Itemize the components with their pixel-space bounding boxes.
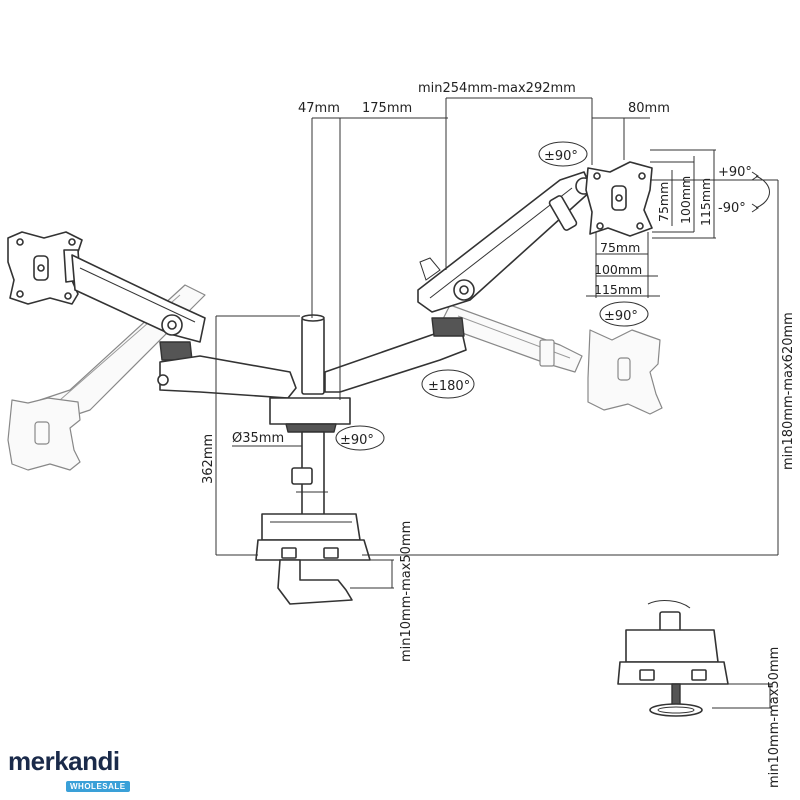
pole-diameter-label: Ø35mm [232,431,284,446]
swivel-plate-label: ±90° [604,309,638,324]
pole-height-label: 362mm [201,434,216,484]
rotation-labels: ±90° +90° -90° ±90° ±180° ±90° [340,149,752,448]
left-arm-assembly [7,231,297,399]
right-forearm [417,171,593,313]
rotation-arrow-swivel-plate [599,301,649,327]
vesa-labels: 75mm 100mm 115mm 75mm 100mm 115mm [594,176,713,297]
clamp-body [261,513,361,541]
vesa-v115-label: 115mm [698,178,713,226]
vesa-h75-label: 75mm [600,240,640,255]
swivel-base-label: ±90° [340,433,374,448]
clamp-range-detail-label: min10mm-max50mm [767,647,782,788]
logo-brand: merkandi [8,746,120,776]
vesa-h100-label: 100mm [594,262,642,277]
detail-clamp [617,600,729,717]
clamp-jaw [277,559,353,605]
rotation-arrow-swivel-arm [421,369,475,399]
clamp-base [255,539,371,561]
tilt-down-label: -90° [718,201,746,216]
swivel-arm-label: ±180° [428,379,470,394]
rotation-arrows [335,141,770,451]
post-offset-label: 47mm [298,101,340,116]
arm-offset-label: 175mm [362,101,412,116]
clamp-range-main-label: min10mm-max50mm [399,521,414,662]
logo-tagline: WHOLESALE [66,781,130,792]
width-range-label: min254mm-max292mm [418,81,576,96]
vesa-h115-label: 115mm [594,282,642,297]
plate-offset-label: 80mm [628,101,670,116]
tilt-up-label: +90° [718,165,752,180]
merkandi-logo: merkandi WHOLESALE [8,748,148,798]
height-range-label: min180mm-max620mm [781,312,796,470]
vesa-v75-label: 75mm [656,182,671,222]
left-lower-arm [159,355,297,399]
pole-hub [269,397,351,425]
dimension-labels: min254mm-max292mm 47mm 175mm 80mm Ø35mm … [201,81,796,788]
vesa-v100-label: 100mm [678,176,693,224]
rotation-arrow-swivel-base [335,425,385,451]
tilt-top-label: ±90° [544,149,578,164]
pole-and-clamp [255,314,371,605]
right-arm-assembly [324,161,653,393]
pole-top [301,317,325,395]
rotation-arrow-tilt [755,175,770,209]
ghost-right-arm [439,304,663,415]
dimension-lines [215,97,779,709]
rotation-arrow-tilt-top [538,141,588,167]
